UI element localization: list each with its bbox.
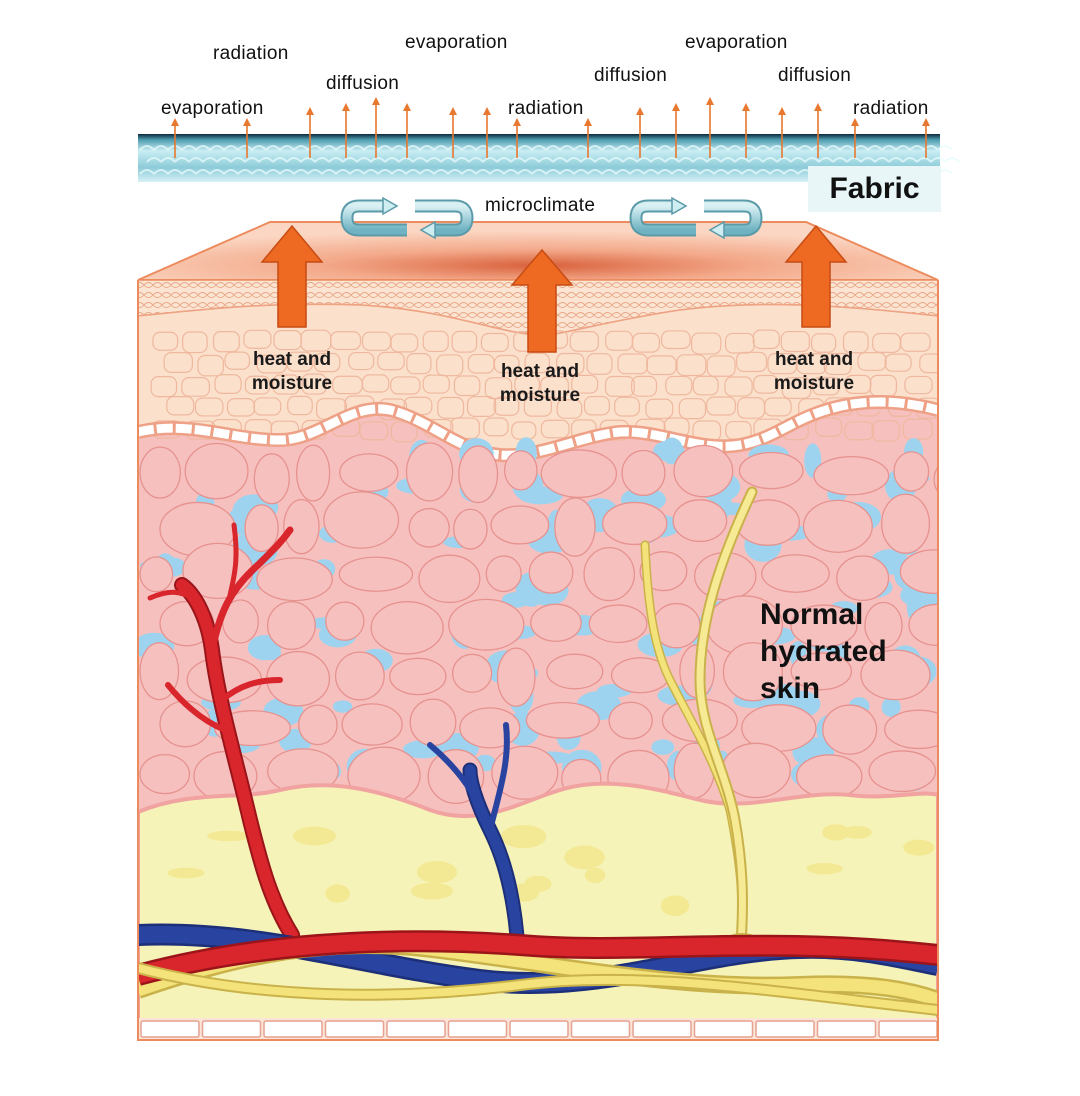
emission-arrow-head bbox=[778, 107, 786, 115]
emission-arrow-head bbox=[171, 118, 179, 126]
emission-arrow-head bbox=[513, 118, 521, 126]
fabric-label: Fabric bbox=[808, 166, 941, 212]
emission-arrow-head bbox=[483, 107, 491, 115]
emission-arrow-head bbox=[342, 103, 350, 111]
emission-arrow-head bbox=[306, 107, 314, 115]
label-diffusion-2: diffusion bbox=[594, 66, 667, 85]
label-diffusion-3: diffusion bbox=[778, 66, 851, 85]
emission-arrow-head bbox=[403, 103, 411, 111]
emission-arrow-head bbox=[706, 97, 714, 105]
emission-arrow-head bbox=[449, 107, 457, 115]
emission-arrow-head bbox=[584, 118, 592, 126]
emission-arrow-head bbox=[814, 103, 822, 111]
emission-arrow-head bbox=[742, 103, 750, 111]
microclimate-label: microclimate bbox=[485, 196, 595, 215]
label-radiation-3: radiation bbox=[853, 99, 929, 118]
label-radiation-1: radiation bbox=[213, 44, 289, 63]
emission-arrow-head bbox=[851, 118, 859, 126]
label-evaporation-1: evaporation bbox=[405, 33, 508, 52]
emission-arrow-head bbox=[922, 118, 930, 126]
label-evaporation-3: evaporation bbox=[161, 99, 264, 118]
label-radiation-2: radiation bbox=[508, 99, 584, 118]
label-diffusion-1: diffusion bbox=[326, 74, 399, 93]
emission-arrow-head bbox=[243, 118, 251, 126]
emission-arrow-head bbox=[672, 103, 680, 111]
label-evaporation-2: evaporation bbox=[685, 33, 788, 52]
emission-arrow-head bbox=[636, 107, 644, 115]
emission-arrow-head bbox=[372, 97, 380, 105]
skin-label: Normal hydrated skin bbox=[760, 596, 887, 707]
